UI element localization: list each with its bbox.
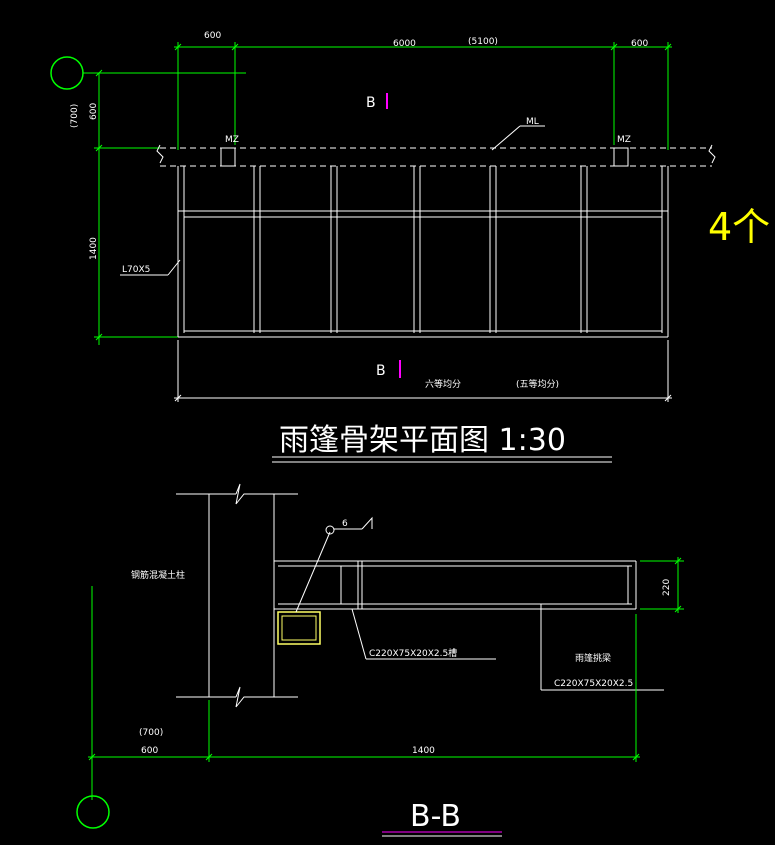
canopy-frame [177, 166, 669, 338]
plan-title: 雨篷骨架平面图 1:30 [279, 423, 566, 458]
grid-bubble-bottom [76, 795, 110, 829]
dim-600: 600 [141, 746, 158, 756]
note-five: (五等均分) [516, 378, 559, 390]
dim-paren-700: (700) [139, 728, 163, 738]
weld-size: 6 [342, 519, 348, 529]
mz-left: MZ [225, 135, 239, 145]
dim-top-main: 6000 [393, 39, 416, 49]
beam-spec: C220X75X20X2.5 [554, 679, 633, 689]
section-220-dimension [640, 557, 684, 613]
plan-left-dimension [94, 69, 180, 345]
dim-top-paren: (5100) [468, 37, 498, 47]
section-mark-bottom: B [376, 363, 386, 379]
column-label: 钢筋混凝土柱 [131, 569, 185, 581]
mz-box-right [613, 147, 629, 167]
plan-bottom-dimension [174, 340, 672, 402]
section-bottom-dimension [88, 586, 640, 800]
angle-label: L70X5 [122, 265, 150, 275]
dim-left-600: 600 [89, 103, 99, 120]
dim-1400: 1400 [412, 746, 435, 756]
concrete-column [176, 483, 298, 708]
ml-label: ML [526, 117, 539, 127]
dim-top-right: 600 [631, 39, 648, 49]
dim-top-left: 600 [204, 31, 221, 41]
dim-left-paren: (700) [70, 104, 80, 128]
cantilever-beam [274, 560, 637, 610]
mz-right: MZ [617, 135, 631, 145]
channel-section-highlight [277, 611, 321, 645]
weld-symbol [325, 525, 335, 535]
handwritten-note: 4个 [708, 205, 770, 249]
section-mark-top: B [366, 95, 376, 111]
channel-label: C220X75X20X2.5槽 [369, 647, 457, 659]
section-title: B-B [410, 799, 461, 834]
plan-top-dimension [174, 42, 672, 150]
note-six: 六等均分 [425, 378, 461, 390]
dim-220: 220 [662, 579, 672, 596]
dim-left-1400: 1400 [89, 237, 99, 260]
beam-title: 雨篷挑梁 [575, 652, 611, 664]
mz-box-left [220, 147, 236, 167]
